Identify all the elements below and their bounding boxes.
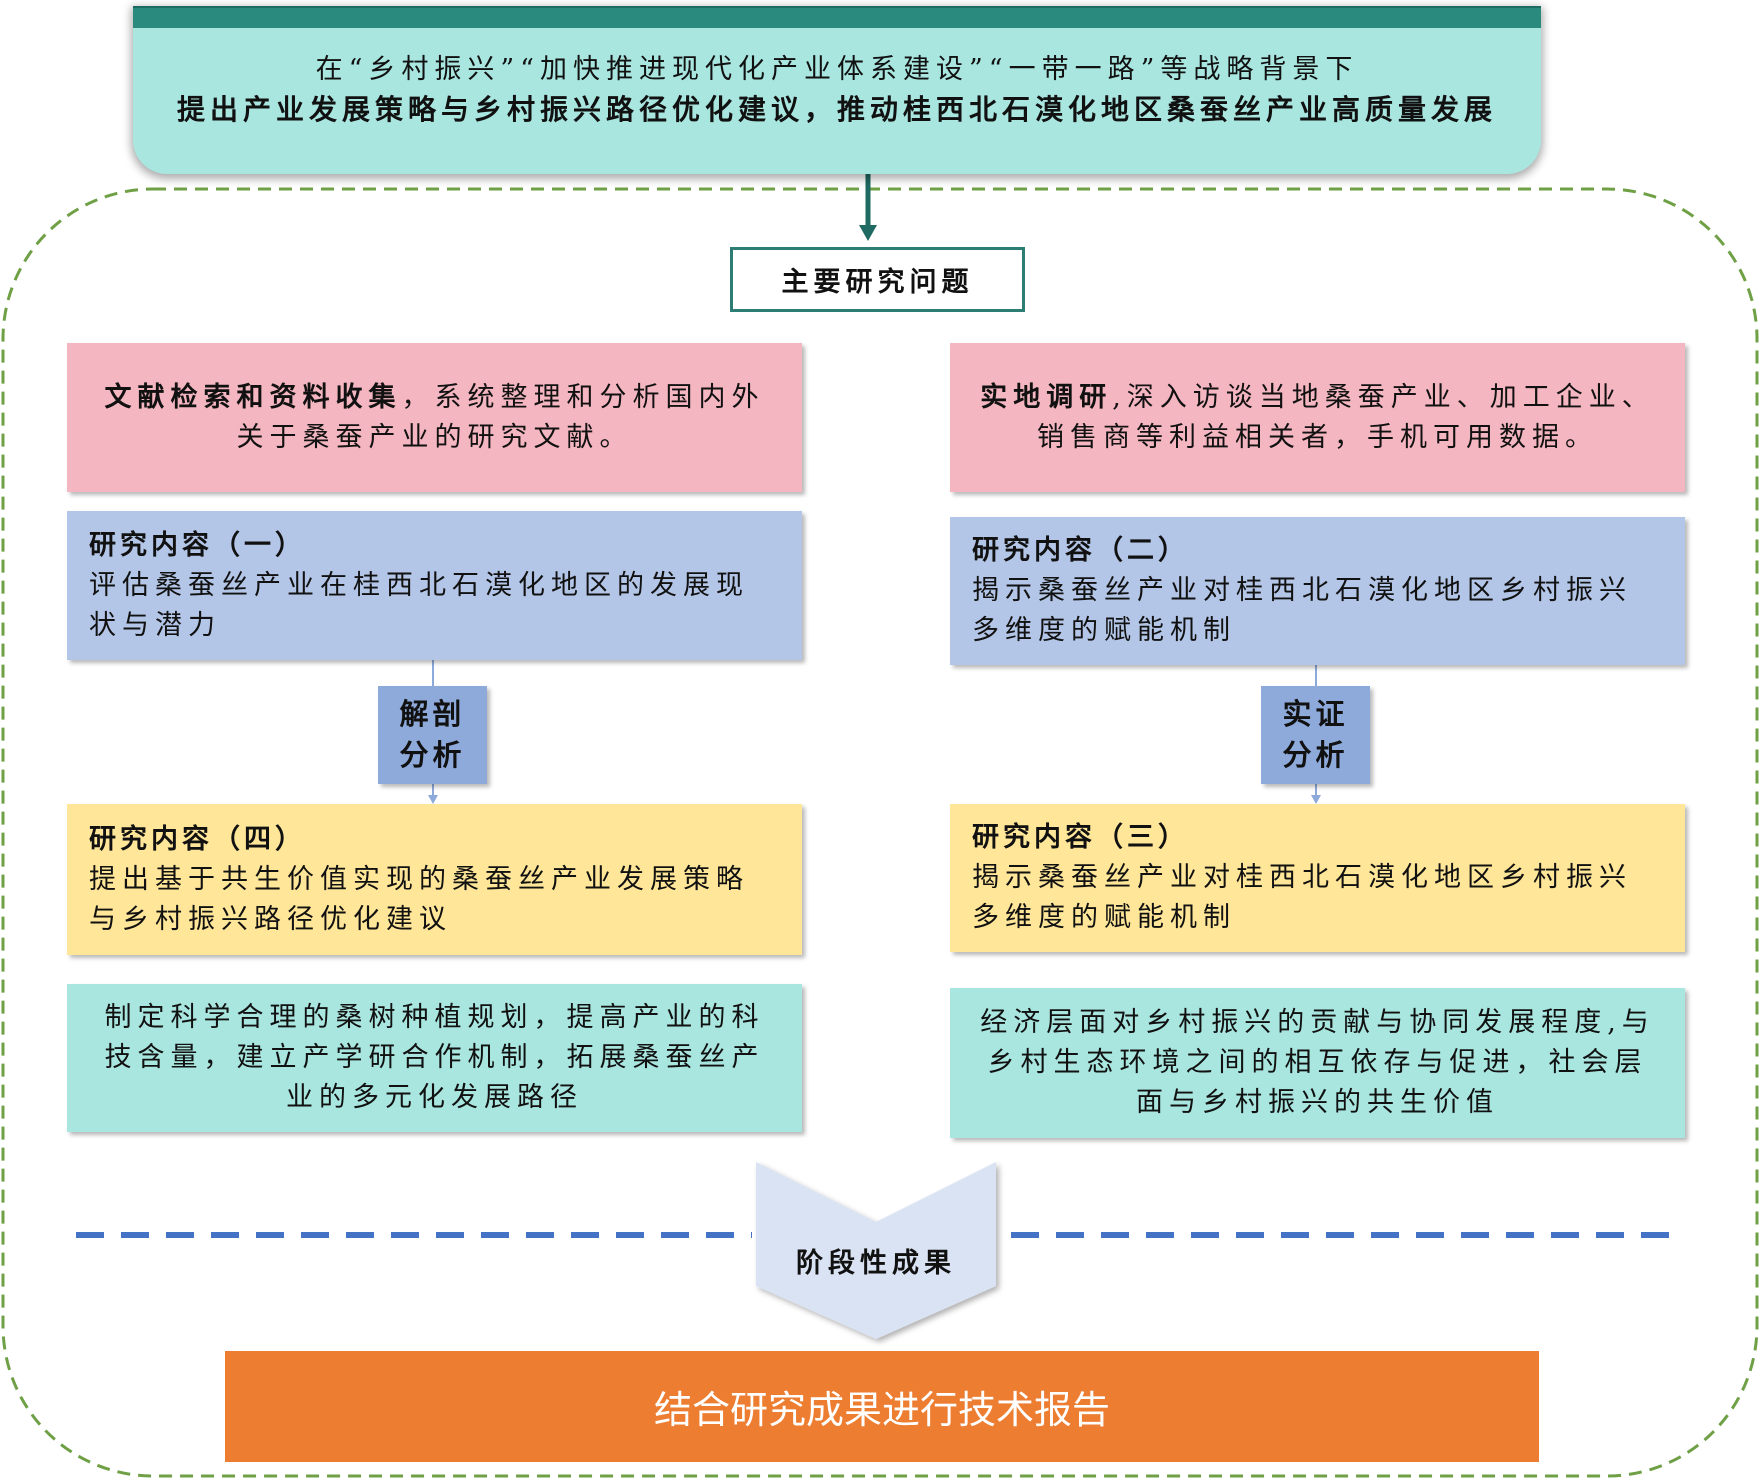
research-content-1-line-2: 状与潜力 — [89, 609, 221, 641]
phase-result-chevron — [756, 1162, 996, 1339]
left-connector-arrow-icon — [428, 795, 438, 804]
empirical-analysis-line-2: 分析 — [1282, 738, 1349, 772]
research-content-3-line-1: 揭示桑蚕丝产业对桂西北石漠化地区乡村振兴 — [972, 862, 1632, 893]
field-survey-line-1: 实地调研,深入访谈当地桑蚕产业、加工企业、 — [980, 378, 1655, 418]
research-content-1-box: 研究内容（一） 评估桑蚕丝产业在桂西北石漠化地区的发展现 状与潜力 — [67, 511, 802, 660]
literature-method-line-2: 关于桑蚕产业的研究文献。 — [236, 421, 633, 453]
research-content-3-line-2: 多维度的赋能机制 — [972, 902, 1236, 933]
right-connector-arrow-icon — [1311, 795, 1321, 804]
left-outcome-line-3: 业的多元化发展路径 — [286, 1082, 583, 1113]
research-content-2-line-2: 多维度的赋能机制 — [972, 615, 1236, 646]
phase-result-label: 阶段性成果 — [796, 1248, 956, 1279]
banner-goal-line: 提出产业发展策略与乡村振兴路径优化建议，推动桂西北石漠化地区桑蚕丝产业高质量发展 — [176, 93, 1497, 126]
right-outcome-box: 经济层面对乡村振兴的贡献与协同发展程度,与 乡村生态环境之间的相互依存与促进，社… — [950, 988, 1685, 1138]
right-outcome-line-2: 乡村生态环境之间的相互依存与促进，社会层 — [987, 1047, 1648, 1078]
research-content-2-box: 研究内容（二） 揭示桑蚕丝产业对桂西北石漠化地区乡村振兴 多维度的赋能机制 — [950, 517, 1685, 665]
banner-header-stripe — [133, 6, 1541, 28]
literature-method-line-1: 文献检索和资料收集，系统整理和分析国内外 — [105, 378, 765, 418]
research-content-2-line-1: 揭示桑蚕丝产业对桂西北石漠化地区乡村振兴 — [972, 575, 1632, 606]
field-survey-method-box: 实地调研,深入访谈当地桑蚕产业、加工企业、 销售商等利益相关者，手机可用数据。 — [950, 343, 1685, 492]
final-report-label: 结合研究成果进行技术报告 — [653, 1388, 1110, 1432]
research-content-4-box: 研究内容（四） 提出基于共生价值实现的桑蚕丝产业发展策略 与乡村振兴路径优化建议 — [67, 804, 802, 955]
research-content-2-title: 研究内容（二） — [972, 535, 1189, 566]
banner-context-line: 在“乡村振兴”“加快推进现代化产业体系建设”“一带一路”等战略背景下 — [315, 54, 1359, 85]
empirical-analysis-line-1: 实证 — [1282, 697, 1349, 731]
research-content-3-title: 研究内容（三） — [972, 822, 1189, 853]
left-outcome-line-1: 制定科学合理的桑树种植规划，提高产业的科 — [104, 1002, 765, 1033]
research-content-3-box: 研究内容（三） 揭示桑蚕丝产业对桂西北石漠化地区乡村振兴 多维度的赋能机制 — [950, 804, 1685, 952]
research-content-4-line-2: 与乡村振兴路径优化建议 — [89, 903, 452, 935]
dissection-analysis-line-1: 解剖 — [399, 697, 466, 731]
research-content-1-line-1: 评估桑蚕丝产业在桂西北石漠化地区的发展现 — [89, 569, 749, 601]
left-outcome-line-2: 技含量，建立产学研合作机制，拓展桑蚕丝产 — [104, 1042, 765, 1073]
dissection-analysis-line-2: 分析 — [399, 738, 466, 772]
literature-method-text: ，系统整理和分析国内外 — [401, 381, 765, 413]
dissection-analysis-box: 解剖 分析 — [378, 686, 487, 784]
field-survey-text: ,深入访谈当地桑蚕产业、加工企业、 — [1112, 381, 1655, 413]
field-survey-lead: 实地调研 — [980, 381, 1113, 413]
literature-method-box: 文献检索和资料收集，系统整理和分析国内外 关于桑蚕产业的研究文献。 — [67, 343, 802, 492]
final-report-box: 结合研究成果进行技术报告 — [225, 1351, 1539, 1462]
main-question-label: 主要研究问题 — [781, 267, 974, 298]
right-outcome-line-3: 面与乡村振兴的共生价值 — [1136, 1087, 1499, 1118]
main-question-box: 主要研究问题 — [730, 247, 1025, 312]
strategy-background-banner: 在“乡村振兴”“加快推进现代化产业体系建设”“一带一路”等战略背景下 提出产业发… — [133, 6, 1541, 174]
research-content-4-line-1: 提出基于共生价值实现的桑蚕丝产业发展策略 — [89, 863, 749, 895]
left-outcome-box: 制定科学合理的桑树种植规划，提高产业的科 技含量，建立产学研合作机制，拓展桑蚕丝… — [67, 984, 802, 1132]
right-outcome-line-1: 经济层面对乡村振兴的贡献与协同发展程度,与 — [980, 1007, 1655, 1038]
research-content-1-title: 研究内容（一） — [89, 529, 306, 561]
empirical-analysis-box: 实证 分析 — [1261, 686, 1370, 784]
research-content-4-title: 研究内容（四） — [89, 823, 306, 855]
down-arrow-icon — [859, 174, 877, 241]
field-survey-line-2: 销售商等利益相关者，手机可用数据。 — [1037, 421, 1598, 453]
research-scope-frame — [1, 187, 1759, 1478]
literature-method-lead: 文献检索和资料收集 — [104, 381, 402, 413]
banner-text-block: 在“乡村振兴”“加快推进现代化产业体系建设”“一带一路”等战略背景下 提出产业发… — [133, 50, 1541, 130]
down-arrow-head — [859, 225, 877, 241]
